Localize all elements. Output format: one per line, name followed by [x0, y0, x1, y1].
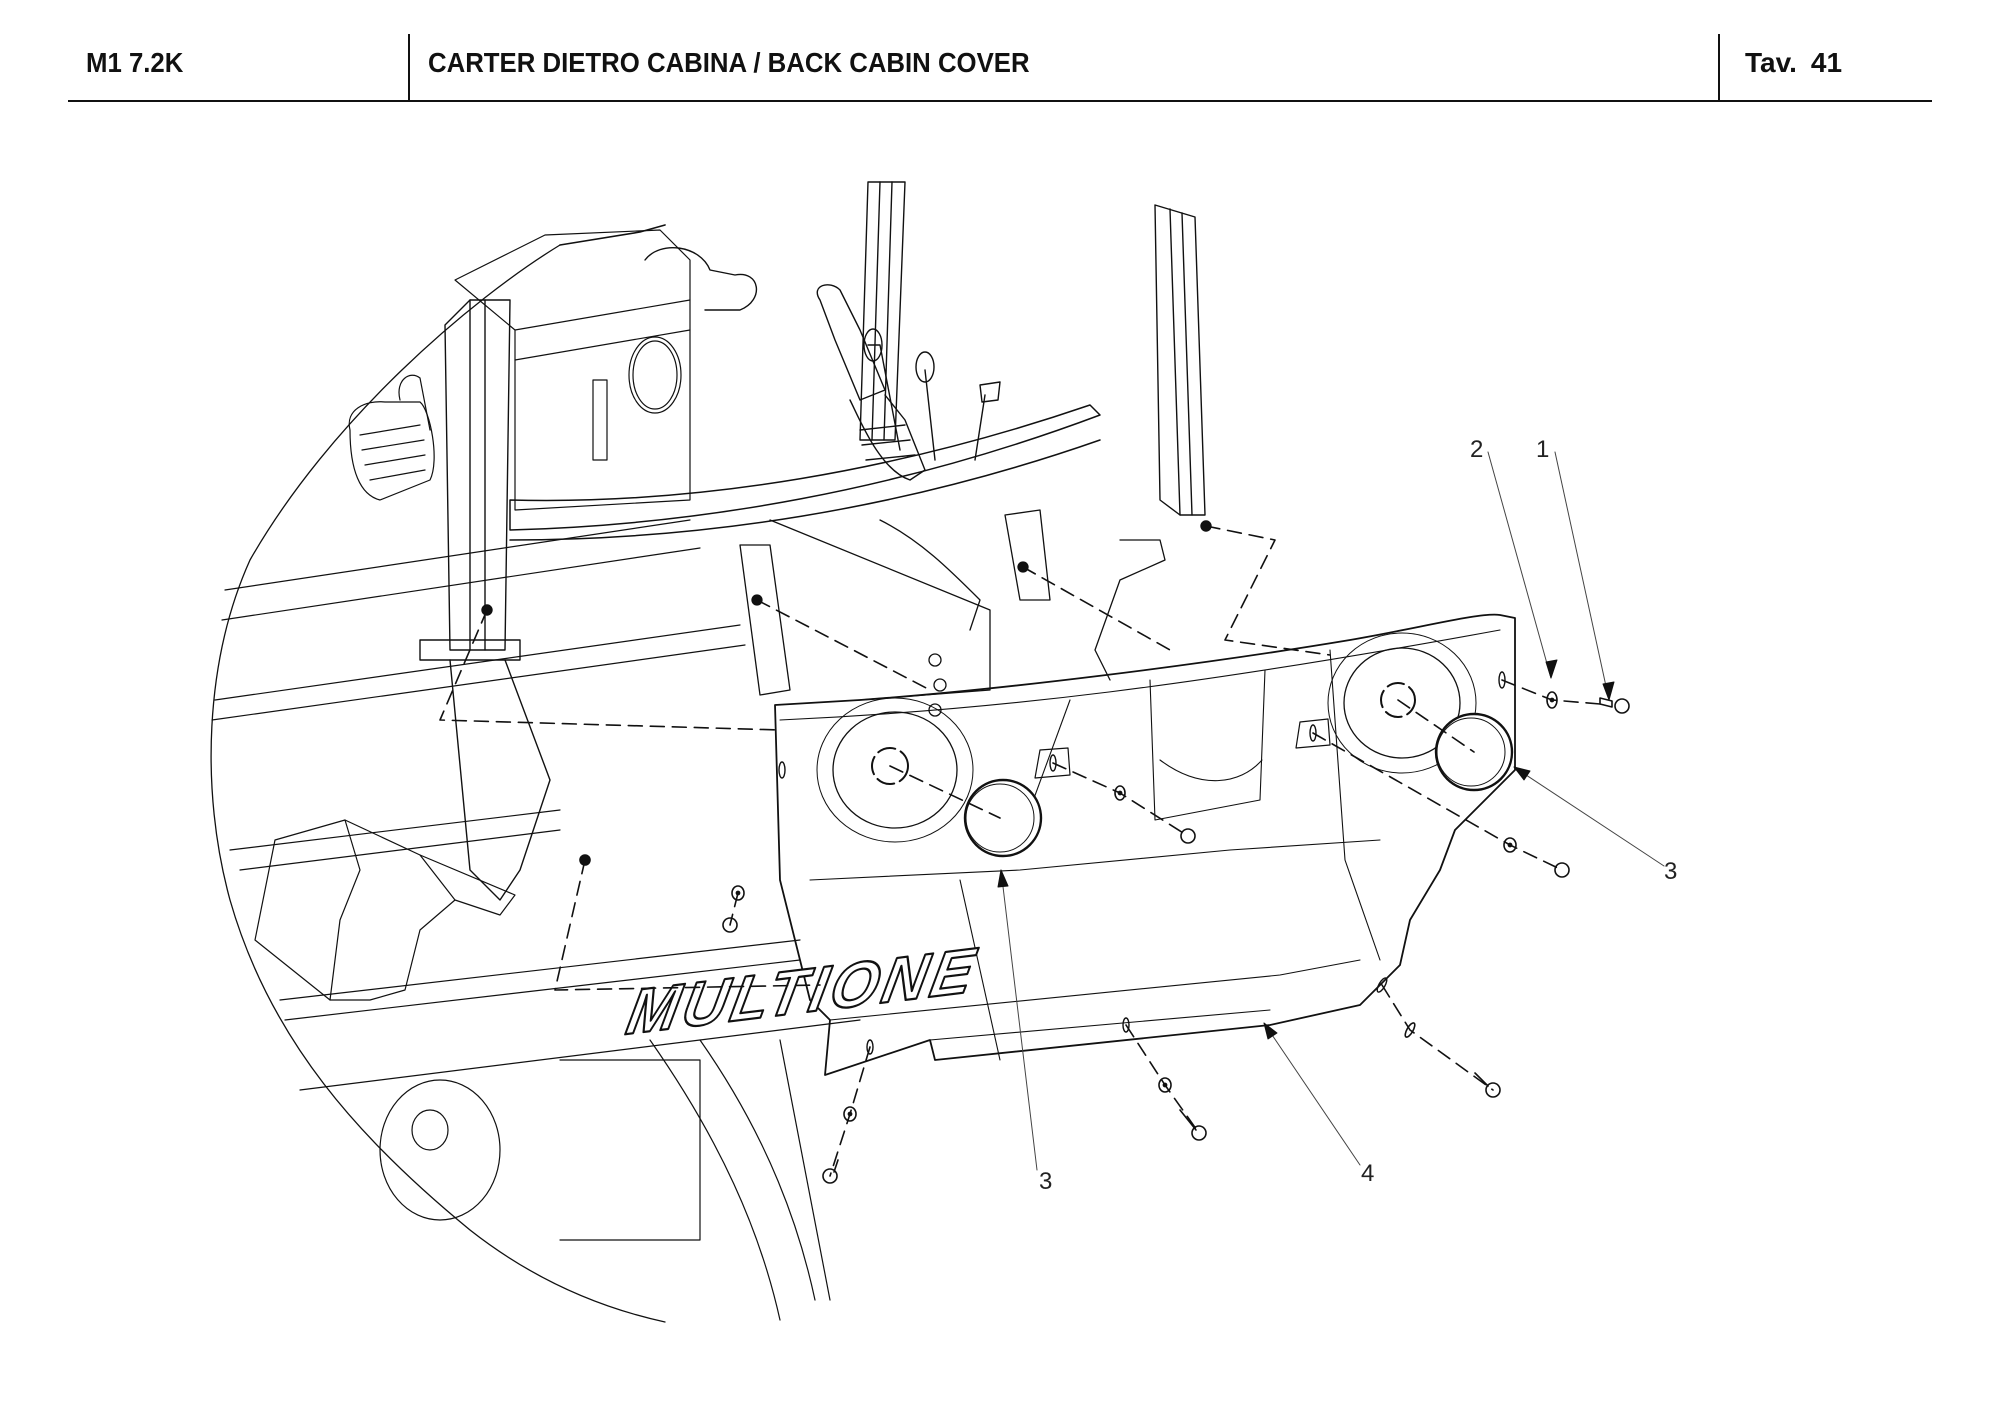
header-divider-right — [1718, 34, 1720, 101]
plate-number: 41 — [1810, 47, 1843, 78]
plate-reference: Tav. 41 — [1745, 47, 1842, 79]
mounting-plates — [739, 509, 1166, 717]
right-cabin-pillars — [859, 181, 1212, 532]
rear-light-left — [963, 778, 1043, 858]
callout-4-cover: 4 — [1361, 1160, 1375, 1187]
back-cabin-cover — [774, 613, 1516, 1076]
callout-3-left-light: 3 — [1039, 1168, 1053, 1195]
logo-text: MULTIONE — [621, 934, 983, 1048]
cabin-cross-beam — [509, 404, 1101, 541]
machine-frame — [211, 229, 861, 1321]
callout-leaders — [997, 451, 1665, 1171]
header-rule — [68, 100, 1932, 102]
multione-logo: MULTIONE — [620, 933, 985, 1049]
callout-1: 1 — [1536, 436, 1550, 463]
washer-icon — [1546, 691, 1558, 709]
model-code: M1 7.2K — [86, 47, 184, 78]
left-cabin-pillar — [419, 299, 551, 901]
callout-3-right-light: 3 — [1664, 858, 1678, 885]
callout-2: 2 — [1470, 436, 1484, 463]
header-divider-left — [408, 34, 410, 101]
detail-oval-frame — [210, 224, 666, 1323]
assembly-lines — [439, 525, 1601, 1177]
plate-label: Tav. — [1745, 47, 1797, 78]
control-levers — [644, 246, 1001, 481]
page-title: CARTER DIETRO CABINA / BACK CABIN COVER — [428, 47, 1030, 78]
